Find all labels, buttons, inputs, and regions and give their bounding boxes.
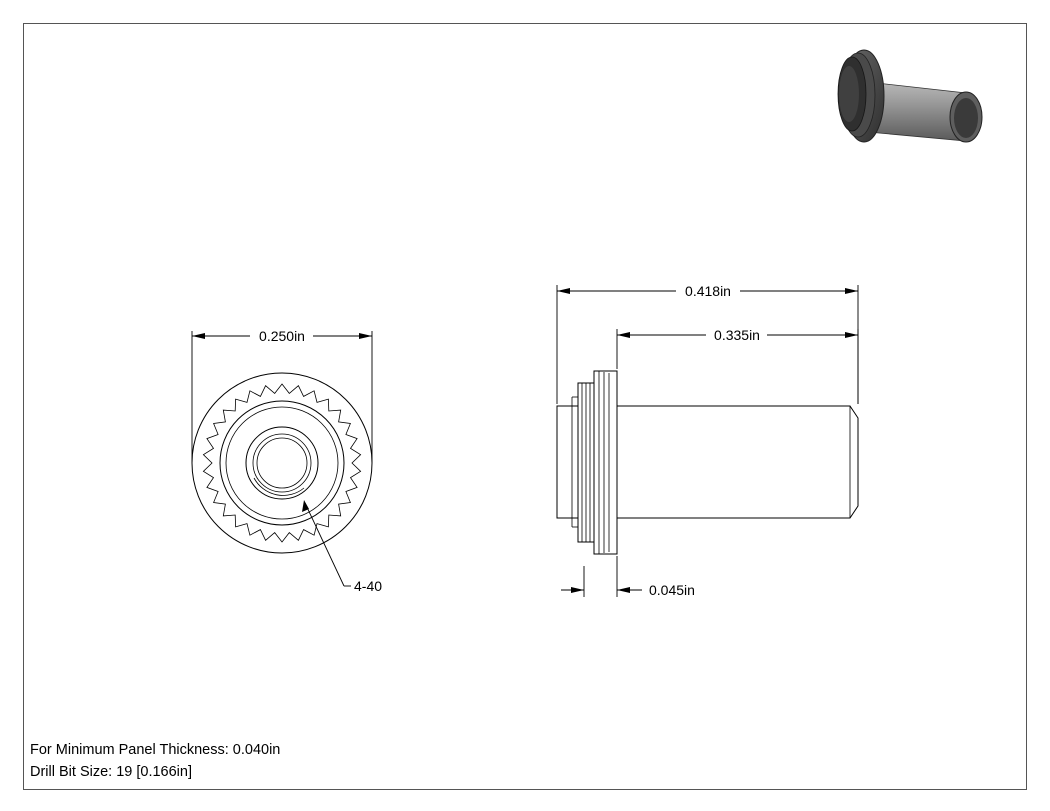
drill-bit-note: Drill Bit Size: 19 [0.166in] (30, 764, 192, 780)
shank-length-label: 0.335in (714, 327, 760, 343)
front-view (191, 372, 373, 554)
thread-leader: 4-40 (302, 500, 382, 594)
isometric-view (837, 49, 983, 143)
outer-circle (191, 372, 373, 554)
serration-profile (202, 383, 362, 543)
notes: For Minimum Panel Thickness: 0.040in Dri… (30, 742, 280, 780)
diameter-dimension: 0.250in (191, 328, 373, 463)
sheet-border (23, 23, 1027, 790)
thread-callout: 4-40 (354, 578, 382, 594)
overall-length-dimension: 0.418in (556, 283, 859, 404)
head-thickness-dimension: 0.045in (561, 556, 695, 598)
side-view (556, 370, 859, 555)
head-thickness-label: 0.045in (649, 582, 695, 598)
shank-length-dimension: 0.335in (616, 327, 859, 404)
diameter-label: 0.250in (259, 328, 305, 344)
overall-length-label: 0.418in (685, 283, 731, 299)
panel-thickness-note: For Minimum Panel Thickness: 0.040in (30, 742, 280, 758)
